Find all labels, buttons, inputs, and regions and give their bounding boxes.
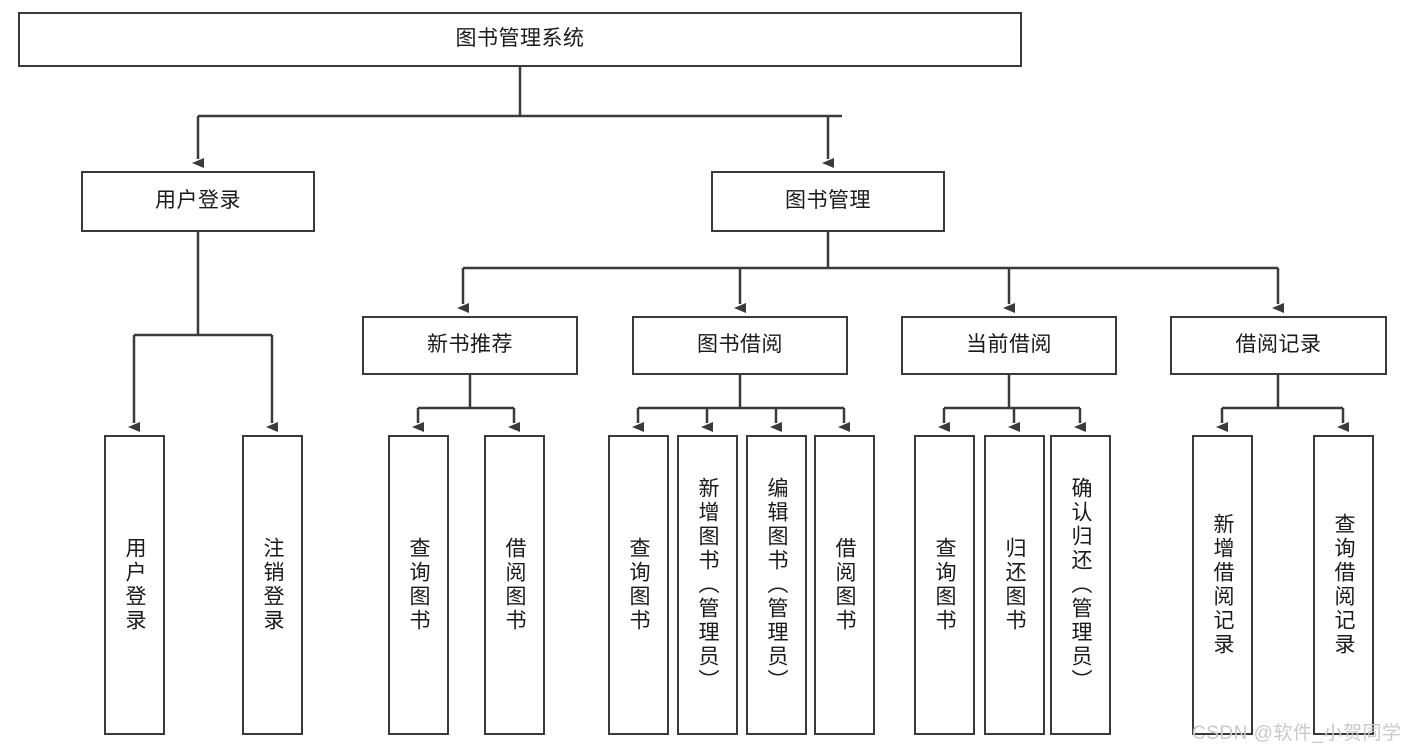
node-root-label: 图书管理系统 [455, 27, 585, 51]
node-leaf-add-record-label: 新增借阅记录 [1211, 513, 1235, 657]
node-leaf-borrow-book[interactable]: 借阅图书 [814, 435, 875, 735]
node-leaf-borrow-book-label: 借阅图书 [833, 537, 857, 633]
node-root[interactable]: 图书管理系统 [18, 12, 1022, 67]
node-leaf-return-book-label: 归还图书 [1003, 537, 1027, 633]
node-leaf-user-logout-label: 注销登录 [261, 537, 285, 633]
node-leaf-confirm-return[interactable]: 确认归还（管理员） [1050, 435, 1111, 735]
node-leaf-return-book[interactable]: 归还图书 [984, 435, 1045, 735]
node-leaf-add-book-label: 新增图书（管理员） [696, 477, 720, 693]
node-leaf-add-record[interactable]: 新增借阅记录 [1192, 435, 1253, 735]
node-leaf-query-book-borrow[interactable]: 查询图书 [608, 435, 669, 735]
node-user-login-label: 用户登录 [155, 189, 241, 213]
node-leaf-query-book-rec-label: 查询图书 [407, 537, 431, 633]
node-leaf-edit-book-label: 编辑图书（管理员） [765, 477, 789, 693]
node-leaf-edit-book[interactable]: 编辑图书（管理员） [746, 435, 807, 735]
node-leaf-confirm-return-label: 确认归还（管理员） [1069, 477, 1093, 693]
node-book-manage[interactable]: 图书管理 [711, 171, 945, 232]
node-book-borrow-label: 图书借阅 [697, 333, 783, 357]
node-leaf-user-logout[interactable]: 注销登录 [242, 435, 303, 735]
node-user-login[interactable]: 用户登录 [81, 171, 315, 232]
node-leaf-user-login[interactable]: 用户登录 [104, 435, 165, 735]
watermark: CSDN @软件_小贺同学 [1192, 723, 1402, 744]
node-borrow-record-label: 借阅记录 [1235, 333, 1322, 357]
node-new-book-rec[interactable]: 新书推荐 [362, 316, 578, 375]
node-leaf-query-book-rec[interactable]: 查询图书 [388, 435, 449, 735]
node-leaf-query-book-borrow-label: 查询图书 [627, 537, 651, 633]
node-current-borrow[interactable]: 当前借阅 [901, 316, 1117, 375]
node-current-borrow-label: 当前借阅 [966, 333, 1052, 357]
node-leaf-query-record[interactable]: 查询借阅记录 [1313, 435, 1374, 735]
node-leaf-query-book-cur-label: 查询图书 [933, 537, 957, 633]
node-leaf-query-book-cur[interactable]: 查询图书 [914, 435, 975, 735]
node-leaf-add-book[interactable]: 新增图书（管理员） [677, 435, 738, 735]
node-new-book-rec-label: 新书推荐 [427, 333, 513, 357]
node-borrow-record[interactable]: 借阅记录 [1170, 316, 1387, 375]
node-book-manage-label: 图书管理 [785, 189, 871, 213]
node-leaf-query-record-label: 查询借阅记录 [1332, 513, 1356, 657]
node-leaf-borrow-book-rec[interactable]: 借阅图书 [484, 435, 545, 735]
node-leaf-borrow-book-rec-label: 借阅图书 [503, 537, 527, 633]
node-leaf-user-login-label: 用户登录 [123, 537, 147, 633]
node-book-borrow[interactable]: 图书借阅 [632, 316, 848, 375]
